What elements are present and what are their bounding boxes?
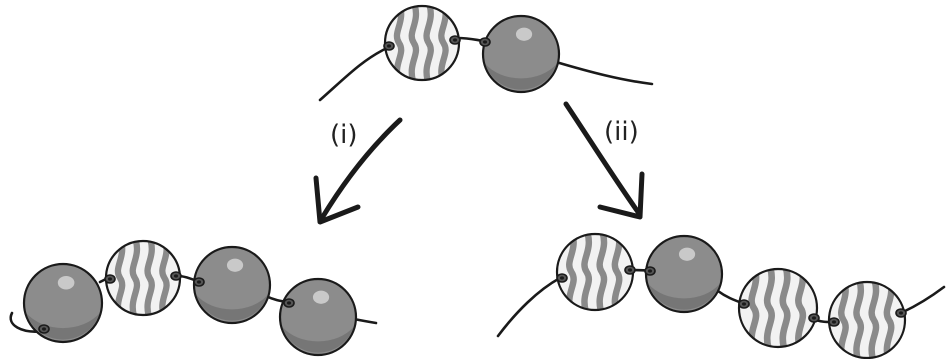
string — [554, 60, 654, 86]
striped-bead — [555, 232, 636, 312]
striped-bead — [737, 267, 820, 349]
striped-bead — [383, 4, 461, 82]
branch-label-ii: (ii) — [604, 117, 639, 147]
striped-bead — [827, 280, 907, 359]
arrow-to-result-i — [313, 117, 403, 225]
string — [901, 285, 946, 314]
arrow-to-result-ii — [563, 101, 645, 220]
arrowhead — [597, 171, 645, 220]
arrow-shaft — [563, 101, 641, 215]
string — [716, 289, 744, 305]
arrowhead — [313, 175, 361, 225]
top-strand — [318, 4, 654, 102]
string — [318, 46, 389, 102]
string — [352, 317, 378, 325]
arrow-shaft — [319, 117, 403, 221]
plain-bead — [278, 277, 358, 357]
plain-bead — [479, 14, 561, 94]
striped-bead — [104, 239, 182, 317]
result-strand-ii — [496, 232, 946, 359]
plain-bead — [644, 234, 724, 314]
branch-label-i: (i) — [330, 120, 358, 150]
plain-bead — [22, 262, 104, 344]
plain-bead — [192, 245, 272, 325]
result-strand-i — [9, 239, 378, 357]
string — [496, 276, 562, 338]
